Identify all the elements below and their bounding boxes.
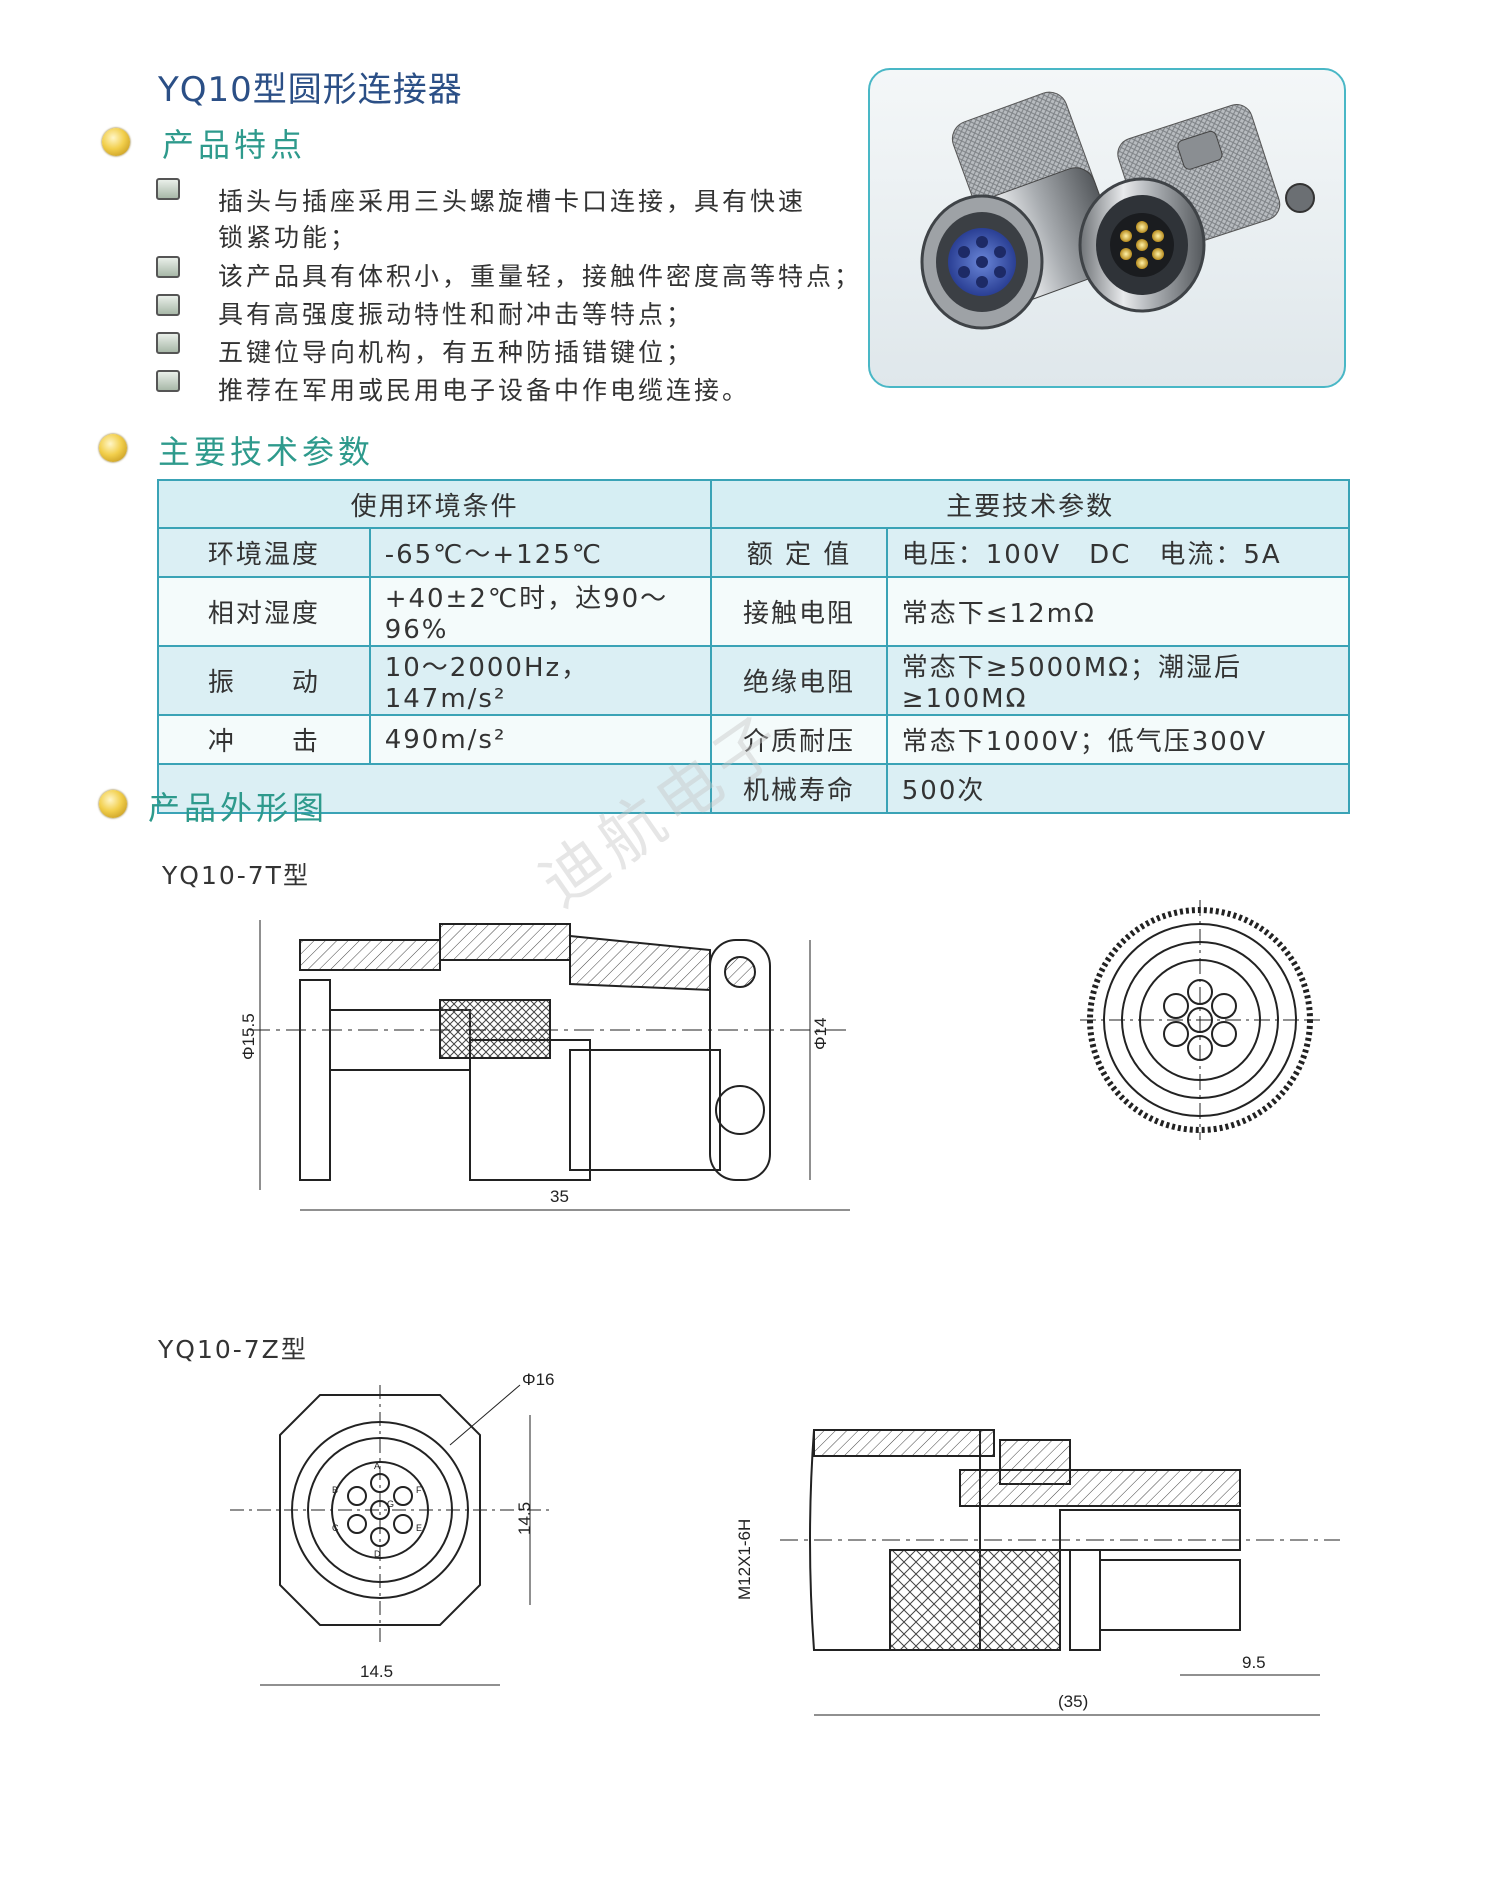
table-cell: 常态下≥5000MΩ；潮湿后≥100MΩ bbox=[885, 645, 1351, 716]
dim-label: Φ16 bbox=[522, 1370, 554, 1389]
table-cell-empty bbox=[156, 763, 713, 814]
feature-item: 插头与插座采用三头螺旋槽卡口连接，具有快速 bbox=[218, 187, 807, 216]
dim-label: (35) bbox=[1058, 1692, 1088, 1711]
product-photo bbox=[868, 68, 1346, 388]
table-cell: 490m/s² bbox=[368, 714, 713, 765]
list-bullet-icon bbox=[156, 370, 180, 392]
table-cell: 机械寿命 bbox=[710, 763, 888, 814]
dim-label: 14.5 bbox=[360, 1662, 393, 1681]
table-cell: 常态下1000V；低气压300V bbox=[885, 714, 1351, 765]
table-header-row: 使用环境条件 主要技术参数 bbox=[156, 479, 1350, 529]
table-row: 振 动 10～2000Hz，147m/s² 绝缘电阻 常态下≥5000MΩ；潮湿… bbox=[157, 645, 1351, 716]
dim-label: 35 bbox=[550, 1187, 569, 1206]
table-cell: 振 动 bbox=[157, 645, 371, 716]
drawing-yq10-7z-side: M12X1-6H 9.5 (35) bbox=[735, 1429, 1340, 1716]
pin-letter: A bbox=[374, 1461, 380, 1471]
section-bullet-icon bbox=[99, 790, 127, 818]
table-cell: 电压：100V DC 电流：5A bbox=[885, 527, 1351, 578]
list-bullet-icon bbox=[156, 294, 180, 316]
table-cell: 接触电阻 bbox=[710, 576, 888, 647]
dim-label: Φ14 bbox=[811, 1018, 830, 1050]
drawing-yq10-7t-side: Φ15.5 Φ14 35 bbox=[239, 920, 850, 1211]
table-row: 冲 击 490m/s² 介质耐压 常态下1000V；低气压300V bbox=[157, 714, 1351, 765]
dim-label: M12X1-6H bbox=[735, 1519, 754, 1600]
model-label-t: YQ10-7T型 bbox=[162, 861, 310, 890]
dim-label: 14.5 bbox=[515, 1502, 534, 1535]
table-cell: 冲 击 bbox=[157, 714, 371, 765]
list-bullet-icon bbox=[156, 256, 180, 278]
pin-letter: B bbox=[332, 1485, 338, 1495]
section-bullet-icon bbox=[102, 128, 130, 156]
pin-letter: E bbox=[416, 1523, 422, 1533]
feature-item: 具有高强度振动特性和耐冲击等特点； bbox=[218, 300, 695, 329]
pin-letter: D bbox=[374, 1549, 381, 1559]
dim-label: 9.5 bbox=[1242, 1653, 1266, 1672]
model-label-z: YQ10-7Z型 bbox=[158, 1335, 308, 1364]
table-header-cell: 主要技术参数 bbox=[710, 479, 1350, 529]
drawing-yq10-7t-front bbox=[1080, 900, 1320, 1140]
page-title: YQ10型圆形连接器 bbox=[158, 70, 463, 110]
table-row: 环境温度 -65℃～+125℃ 额 定 值 电压：100V DC 电流：5A bbox=[157, 527, 1351, 578]
spec-table: 使用环境条件 主要技术参数 环境温度 -65℃～+125℃ 额 定 值 电压：1… bbox=[156, 479, 1351, 814]
table-row: 相对湿度 +40±2℃时，达90～96% 接触电阻 常态下≤12mΩ bbox=[157, 576, 1351, 647]
feature-item: 锁紧功能； bbox=[218, 223, 359, 252]
section-title-specs: 主要技术参数 bbox=[158, 433, 375, 471]
list-bullet-icon bbox=[156, 332, 180, 354]
pin-letter: F bbox=[416, 1485, 422, 1495]
table-cell: 额 定 值 bbox=[710, 527, 888, 578]
dim-label: Φ15.5 bbox=[239, 1013, 258, 1060]
feature-item: 五键位导向机构，有五种防插错键位； bbox=[218, 338, 695, 367]
list-bullet-icon bbox=[156, 178, 180, 200]
section-title-features: 产品特点 bbox=[162, 126, 307, 164]
table-cell: 500次 bbox=[885, 763, 1351, 814]
feature-item: 该产品具有体积小，重量轻，接触件密度高等特点； bbox=[218, 262, 863, 291]
table-cell: 介质耐压 bbox=[710, 714, 888, 765]
pin-letter: G bbox=[387, 1499, 394, 1509]
table-header-cell: 使用环境条件 bbox=[156, 479, 713, 529]
table-cell: 绝缘电阻 bbox=[710, 645, 888, 716]
table-cell: +40±2℃时，达90～96% bbox=[368, 576, 713, 647]
feature-item: 推荐在军用或民用电子设备中作电缆连接。 bbox=[218, 376, 751, 405]
table-cell: -65℃～+125℃ bbox=[368, 527, 713, 578]
table-cell: 相对湿度 bbox=[157, 576, 371, 647]
table-cell: 环境温度 bbox=[157, 527, 371, 578]
section-bullet-icon bbox=[99, 434, 127, 462]
table-cell: 10～2000Hz，147m/s² bbox=[368, 645, 713, 716]
connector-photo-illustration bbox=[920, 91, 1315, 330]
table-row: 机械寿命 500次 bbox=[156, 763, 1351, 814]
pin-letter: C bbox=[332, 1523, 339, 1533]
table-cell: 常态下≤12mΩ bbox=[885, 576, 1351, 647]
section-title-drawings: 产品外形图 bbox=[148, 789, 329, 827]
drawing-yq10-7z-front: Φ16 14.5 14.5 A B C D E F G bbox=[230, 1370, 554, 1686]
